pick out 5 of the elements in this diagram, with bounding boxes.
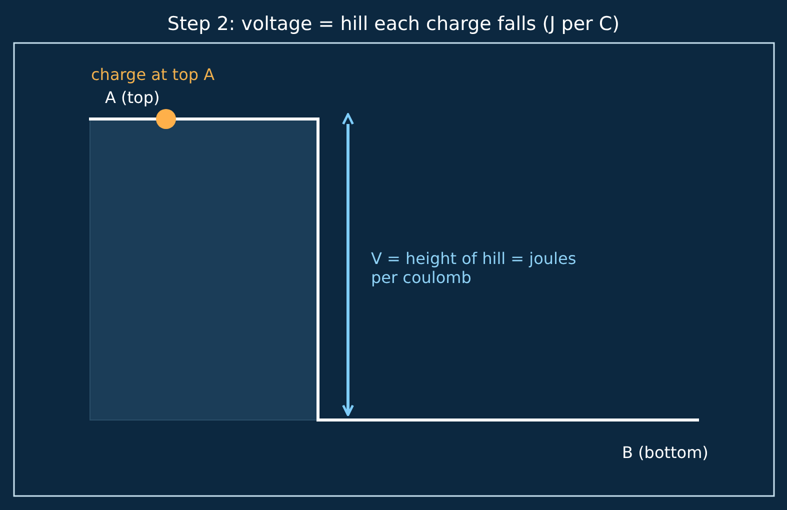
label-text: charge at top A bbox=[91, 65, 215, 84]
label-text: A (top) bbox=[105, 88, 160, 107]
label-text: B (bottom) bbox=[622, 443, 708, 462]
title: Step 2: voltage = hill each charge falls (J per C) bbox=[166, 12, 621, 36]
label-text: V = height of hill = joules per coulomb bbox=[371, 249, 578, 287]
